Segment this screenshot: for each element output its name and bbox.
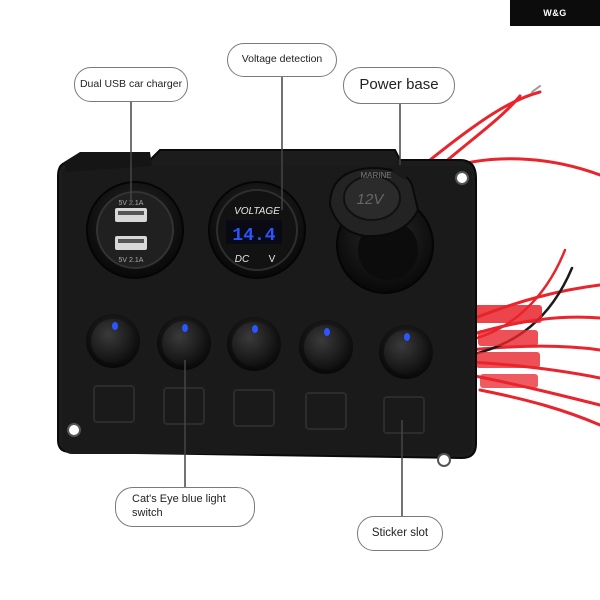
callout-switch: Cat's Eye blue light switch: [115, 487, 255, 527]
switch-row: [86, 314, 433, 379]
socket-cap-top-text: MARINE: [360, 171, 391, 180]
callout-leader-lines: [130, 77, 403, 516]
callout-power-base: Power base: [343, 67, 455, 104]
rocker-switch-2[interactable]: [157, 316, 211, 370]
callout-switch-text: Cat's Eye blue light switch: [132, 493, 226, 519]
mounting-hole: [67, 423, 81, 437]
voltmeter-title: VOLTAGE: [234, 206, 280, 217]
sticker-slot-row: [93, 385, 425, 434]
rocker-switch-4[interactable]: [299, 320, 353, 374]
brand-logo-text: W&G: [543, 8, 567, 18]
mounting-hole: [437, 453, 451, 467]
callout-voltage-detection: Voltage detection: [227, 43, 337, 77]
wire-terminal-blocks: [472, 305, 542, 388]
usb-charger: [64, 152, 184, 279]
callout-voltage-detection-text: Voltage detection: [241, 53, 323, 66]
rocker-switch-1[interactable]: [86, 314, 140, 368]
mounting-hole: [455, 171, 469, 185]
sticker-slot: [93, 385, 135, 423]
voltmeter-reading: 14.4: [232, 226, 275, 246]
callout-sticker-slot: Sticker slot: [357, 516, 443, 551]
sticker-slot: [383, 396, 425, 434]
brand-logo: W&G: [510, 0, 600, 26]
voltmeter-dc-label: DC: [235, 254, 250, 265]
rocker-switch-5[interactable]: [379, 325, 433, 379]
callout-power-base-text: Power base: [359, 76, 439, 94]
usb-port-bottom-label: 5V 2.1A: [119, 257, 144, 264]
power-socket: [328, 160, 434, 294]
voltmeter-unit: V: [269, 254, 276, 265]
voltmeter: [208, 181, 306, 279]
callout-usb-charger-text: Dual USB car charger: [79, 77, 183, 90]
sticker-slot: [305, 392, 347, 430]
callout-sticker-slot-text: Sticker slot: [371, 527, 429, 540]
sticker-slot: [163, 387, 205, 425]
callout-usb-charger: Dual USB car charger: [74, 67, 188, 102]
sticker-slot: [233, 389, 275, 427]
rocker-switch-3[interactable]: [227, 317, 281, 371]
socket-cap-voltage: 12V: [357, 191, 386, 208]
